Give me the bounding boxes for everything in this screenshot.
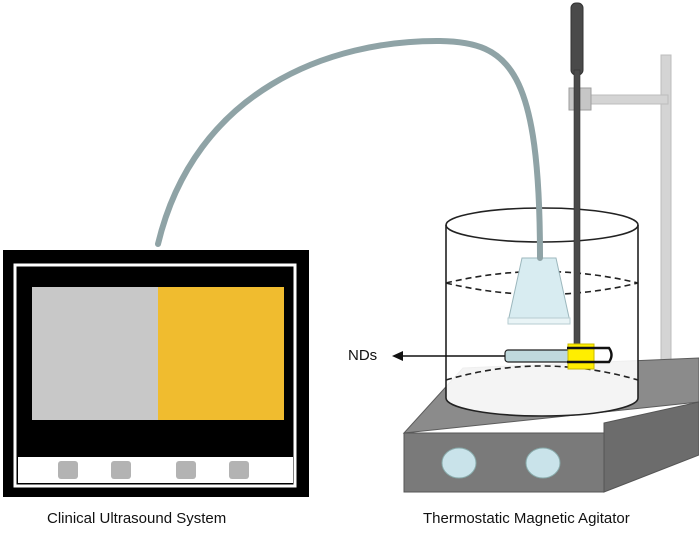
ultrasound-probe xyxy=(507,257,571,325)
rod-shaft xyxy=(573,69,581,347)
screen-panel-right xyxy=(158,287,284,420)
lower-level-curve xyxy=(445,365,639,381)
monitor-knob-3 xyxy=(176,461,196,479)
agitator-caption: Thermostatic Magnetic Agitator xyxy=(423,510,630,527)
probe-face xyxy=(507,317,571,325)
agitator-button-right xyxy=(525,447,561,479)
monitor-knob-4 xyxy=(229,461,249,479)
ultrasound-system-caption: Clinical Ultrasound System xyxy=(47,510,227,527)
clip-holder xyxy=(567,346,613,364)
screen-panel-left xyxy=(32,287,158,420)
agitator-button-left xyxy=(441,447,477,479)
liquid-level-back xyxy=(445,270,639,284)
agitator-right-face xyxy=(603,401,699,493)
probe-cable xyxy=(155,37,543,261)
monitor-inner-border xyxy=(13,263,297,488)
nd-sample-tube xyxy=(504,343,613,370)
nds-label: NDs xyxy=(348,347,378,364)
liquid-level-front xyxy=(445,282,639,296)
sample-tube xyxy=(504,349,574,363)
agitator-front-face xyxy=(403,432,605,493)
ultrasound-monitor xyxy=(3,250,309,497)
monitor-knob-1 xyxy=(58,461,78,479)
rod-handle xyxy=(570,2,584,76)
arrow-head xyxy=(392,351,403,361)
monitor-knob-2 xyxy=(111,461,131,479)
